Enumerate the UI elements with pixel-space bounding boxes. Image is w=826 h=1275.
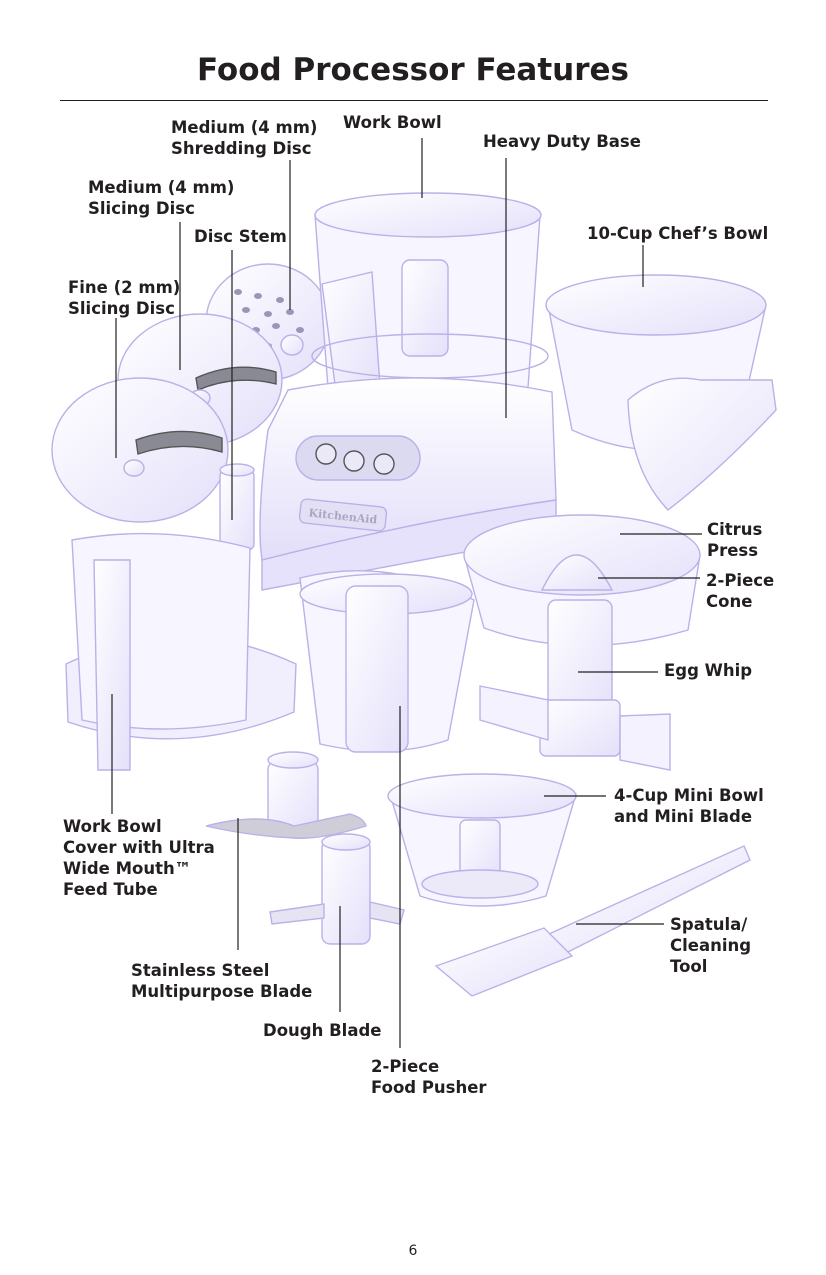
dough-blade [269, 833, 405, 945]
multipurpose-blade [205, 751, 367, 839]
label-dough-blade: Dough Blade [263, 1021, 382, 1040]
label-fine-slicing-disc: Fine (2 mm)Slicing Disc [68, 278, 181, 318]
spatula [434, 845, 751, 997]
citrus-press [463, 377, 777, 647]
fine-slicing-disc [51, 377, 229, 523]
label-heavy-duty-base: Heavy Duty Base [483, 132, 641, 151]
heavy-duty-base [259, 377, 557, 591]
food-pusher [299, 570, 475, 753]
page-title: Food Processor Features [196, 52, 629, 88]
label-disc-stem: Disc Stem [194, 227, 287, 246]
work-bowl-cover [65, 532, 297, 771]
label-chefs-bowl: 10-Cup Chef’s Bowl [587, 224, 769, 243]
label-medium-slicing-disc: Medium (4 mm)Slicing Disc [88, 178, 235, 218]
label-egg-whip: Egg Whip [664, 661, 753, 680]
label-work-bowl: Work Bowl [343, 113, 442, 132]
mini-bowl [387, 773, 577, 907]
page-number: 6 [408, 1243, 418, 1259]
title-rule [60, 100, 768, 101]
label-medium-shredding-disc: Medium (4 mm)Shredding Disc [171, 118, 318, 158]
work-bowl [311, 192, 549, 400]
egg-whip [479, 599, 671, 771]
